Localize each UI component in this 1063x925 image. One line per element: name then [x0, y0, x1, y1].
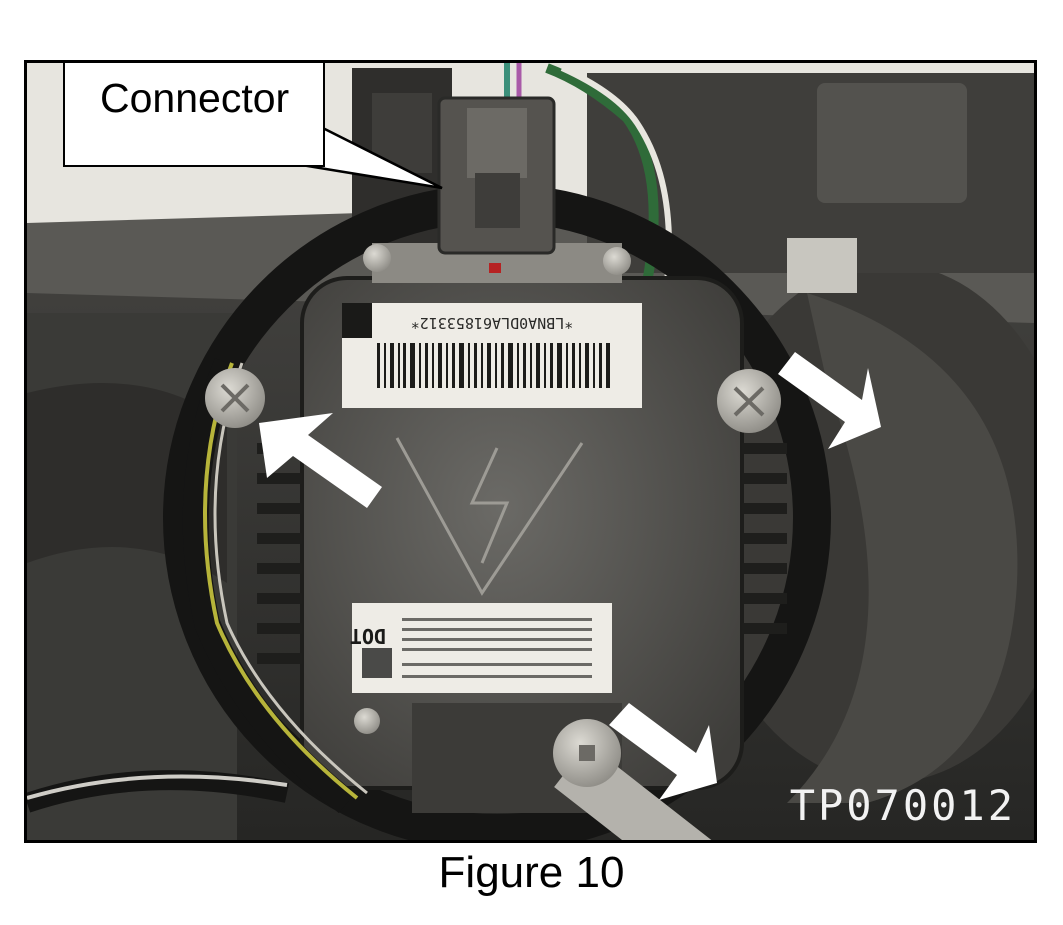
photo-code: TP070012	[789, 781, 1016, 830]
barcode-label: *LBNA0DLA61853312*	[342, 303, 642, 408]
screw-icon	[205, 368, 265, 428]
photo-frame: *LBNA0DLA61853312*	[24, 60, 1037, 843]
barcode-caption: *LBNA0DLA61853312*	[411, 314, 574, 332]
bottom-label: DOT	[350, 603, 612, 693]
screw-icon	[553, 719, 621, 787]
callout-label: Connector	[100, 75, 290, 121]
connector-callout: Connector	[63, 63, 325, 167]
high-voltage-symbol	[395, 437, 584, 596]
screw-icon	[717, 369, 781, 433]
arrow-icon	[609, 703, 717, 800]
ballast-photo: *LBNA0DLA61853312*	[27, 63, 1034, 840]
figure-caption: Figure 10	[438, 848, 625, 897]
dot-text: DOT	[350, 624, 386, 648]
arrow-icon	[778, 352, 881, 449]
arrow-icon	[259, 413, 382, 508]
